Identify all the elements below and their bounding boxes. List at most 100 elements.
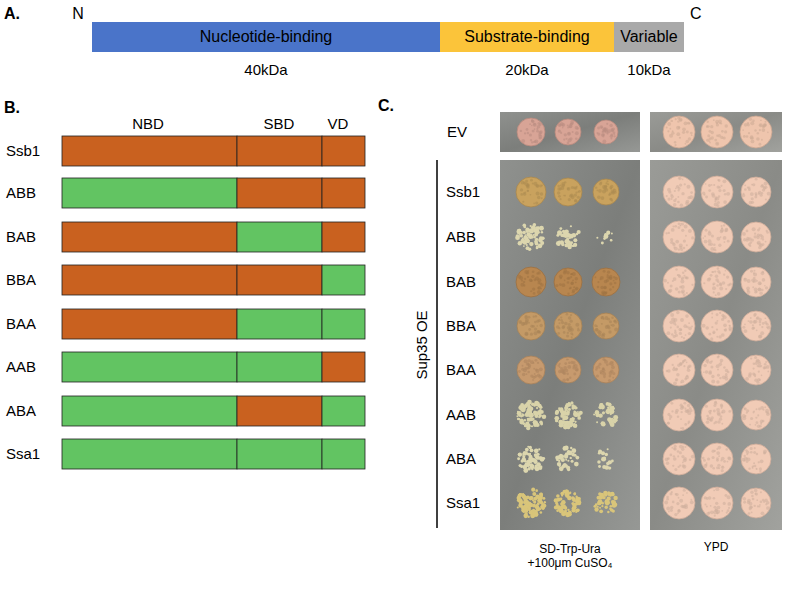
colony [599,414,603,418]
colony-texture [558,124,562,128]
colony-texture [682,446,684,448]
colony-texture [566,334,569,337]
colony-texture [575,137,578,140]
colony-texture [723,136,726,139]
colony [533,500,536,503]
colony-texture [705,196,708,199]
colony-texture [675,240,679,244]
colony [592,268,620,296]
colony-texture [714,139,717,142]
colony [529,455,533,459]
colony [524,238,529,243]
colony-texture [748,374,751,377]
colony [525,234,527,236]
colony [608,402,612,406]
colony-texture [677,226,680,229]
colony [601,451,605,455]
colony [575,503,577,505]
colony [525,497,527,499]
colony [567,411,570,414]
colony-texture [601,323,603,325]
colony-texture [766,413,770,417]
colony-texture [669,492,672,495]
colony [554,416,559,421]
colony-texture [719,377,721,379]
colony [564,239,569,244]
colony [663,221,695,253]
colony-texture [570,314,572,316]
colony-texture [690,191,693,194]
colony [574,492,577,495]
domain-segment [237,309,322,339]
colony-texture [749,320,753,324]
colony-texture [752,327,755,330]
colony-texture [723,323,727,327]
colony [562,504,565,507]
colony [701,310,733,342]
colony-texture [559,275,563,279]
colony-texture [711,375,714,378]
colony-texture [755,417,757,419]
colony-texture [539,185,542,188]
yeast-spot [701,354,733,386]
colony-texture [691,236,694,239]
colony-texture [746,412,748,414]
colony-texture [754,196,757,199]
colony-texture [713,410,716,413]
yeast-spot [593,491,617,514]
colony [528,508,531,511]
colony-texture [713,243,716,246]
colony [741,444,771,474]
colony-texture [559,319,561,321]
colony-texture [751,239,754,242]
colony [531,403,534,406]
colony-texture [673,457,677,461]
colony [519,235,522,238]
colony-texture [571,273,573,275]
colony [574,462,579,467]
colony-texture [750,270,753,273]
colony-texture [722,410,726,414]
colony-texture [558,327,560,329]
colony [572,245,574,247]
colony-texture [602,371,604,373]
colony-texture [673,321,676,324]
colony-texture [559,363,561,365]
colony [560,508,563,511]
colony-texture [663,279,667,283]
colony-texture [608,379,611,382]
colony-texture [523,368,527,372]
colony-texture [713,119,715,121]
colony-texture [708,232,712,236]
colony-texture [677,201,680,204]
colony-texture [670,506,674,510]
colony [741,355,771,385]
colony-texture [758,246,761,249]
colony [567,496,572,501]
colony-texture [531,119,534,122]
colony-texture [721,466,724,469]
colony-texture [611,200,613,202]
yeast-spot [701,266,733,298]
colony-texture [557,185,560,188]
colony-texture [562,184,565,187]
colony-texture [680,382,682,384]
colony [571,406,574,409]
colony [741,222,771,252]
colony-texture [537,125,541,129]
colony-texture [677,196,679,198]
colony-texture [760,423,762,425]
colony [564,455,568,459]
colony-texture [704,240,708,244]
colony-texture [606,279,609,282]
colony-texture [711,380,715,384]
colony-texture [724,241,726,243]
colony-texture [539,367,543,371]
colony [612,501,617,506]
colony-texture [685,409,689,413]
colony [522,454,524,456]
colony-texture [725,288,727,290]
colony-texture [534,375,537,378]
colony-texture [679,225,681,227]
colony-texture [717,320,719,322]
